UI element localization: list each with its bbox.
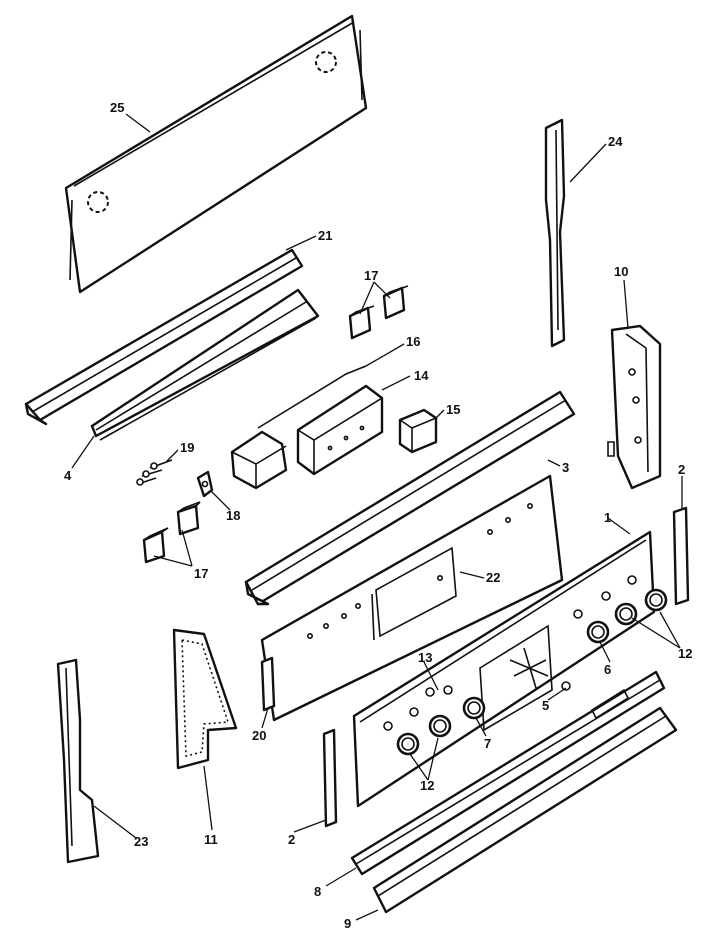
part-15-block xyxy=(398,408,438,454)
callout-5: 5 xyxy=(542,698,549,713)
part-11-side-insulation xyxy=(172,628,238,770)
part-23-side-strip xyxy=(56,658,100,864)
callout-23: 23 xyxy=(134,834,148,849)
callout-14: 14 xyxy=(414,368,429,383)
callout-13: 13 xyxy=(418,650,432,665)
callout-10: 10 xyxy=(614,264,628,279)
part-25-back-panel xyxy=(64,14,368,294)
callout-22: 22 xyxy=(486,570,500,585)
part-10-end-bracket xyxy=(607,324,662,490)
part-2-upright-strip-right xyxy=(672,506,690,606)
callout-4: 4 xyxy=(64,468,72,483)
callout-8: 8 xyxy=(314,884,321,899)
part-19-screws xyxy=(136,459,173,486)
part-16-wire-harness xyxy=(257,365,367,429)
callout-15: 15 xyxy=(446,402,460,417)
callout-12-left: 12 xyxy=(420,778,434,793)
callout-2-right: 2 xyxy=(678,462,685,477)
callout-11: 11 xyxy=(204,832,218,847)
part-18-clip xyxy=(196,470,214,498)
callout-17-upper: 17 xyxy=(364,268,378,283)
callout-1: 1 xyxy=(604,510,611,525)
callout-6: 6 xyxy=(604,662,611,677)
callout-25: 25 xyxy=(110,100,124,115)
callout-2-left: 2 xyxy=(288,832,295,847)
part-14-switch-housing xyxy=(230,384,384,490)
callout-19: 19 xyxy=(180,440,194,455)
leader-lines xyxy=(71,113,683,921)
part-21-top-trim xyxy=(24,248,304,426)
part-3-top-trim xyxy=(244,390,576,606)
part-5-indicator xyxy=(509,647,549,689)
part-20-bracket xyxy=(260,656,276,712)
callout-21: 21 xyxy=(318,228,332,243)
part-17-clips-lower xyxy=(142,501,201,564)
part-24-side-strip xyxy=(544,118,566,348)
callout-20: 20 xyxy=(252,728,266,743)
knobs xyxy=(396,588,668,756)
callout-labels: 25 24 21 17 16 14 15 10 19 4 18 3 2 17 1… xyxy=(64,100,692,931)
callout-16: 16 xyxy=(406,334,420,349)
callout-7: 7 xyxy=(484,736,491,751)
part-4-trim-channel xyxy=(90,288,320,441)
part-9-bottom-channel xyxy=(372,706,678,914)
callout-12-right: 12 xyxy=(678,646,692,661)
callout-9: 9 xyxy=(344,916,351,931)
callout-17-lower: 17 xyxy=(194,566,208,581)
callout-3: 3 xyxy=(562,460,569,475)
part-2-upright-strip-left xyxy=(322,728,338,828)
callout-24: 24 xyxy=(608,134,623,149)
callout-18: 18 xyxy=(226,508,240,523)
part-8-bottom-trim xyxy=(350,670,666,876)
part-17-clips-upper xyxy=(348,285,409,340)
part-1-control-panel xyxy=(352,530,656,808)
